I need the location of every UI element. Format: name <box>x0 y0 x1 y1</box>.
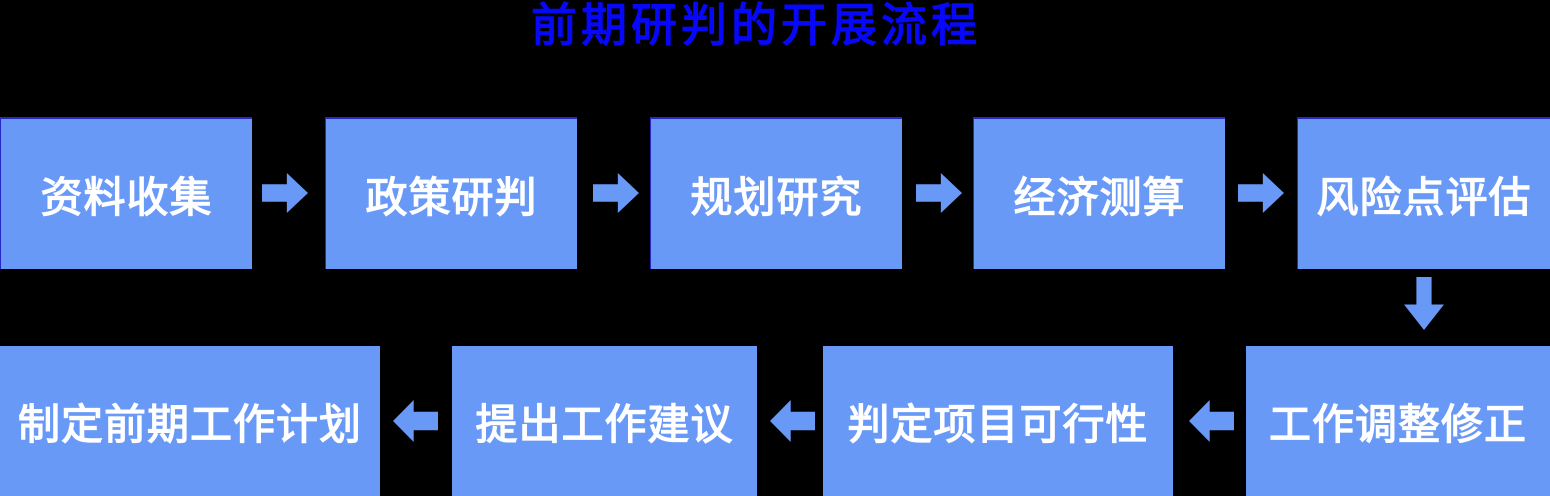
arrow-right-icon <box>1238 173 1284 213</box>
flow-step-preliminary-work-plan: 制定前期工作计划 <box>0 346 380 496</box>
flow-step-label: 经济测算 <box>1013 173 1186 221</box>
flow-step-label: 风险点评估 <box>1316 173 1532 221</box>
arrow-left-icon <box>1189 400 1234 442</box>
flow-step-label: 规划研究 <box>690 173 863 221</box>
flow-step-label: 资料收集 <box>40 173 213 221</box>
flow-step-work-adjustment: 工作调整修正 <box>1246 346 1550 496</box>
flow-step-feasibility-determination: 判定项目可行性 <box>823 346 1173 496</box>
flow-step-label: 提出工作建议 <box>475 400 734 448</box>
flow-step-label: 政策研判 <box>365 173 538 221</box>
arrow-down-icon <box>1404 277 1444 330</box>
flow-step-risk-assessment: 风险点评估 <box>1297 117 1550 269</box>
page-title: 前期研判的开展流程 <box>531 0 981 51</box>
flow-step-planning-research: 规划研究 <box>650 117 902 269</box>
flow-step-label: 判定项目可行性 <box>847 400 1149 448</box>
arrow-right-icon <box>593 173 639 213</box>
arrow-right-icon <box>916 173 962 213</box>
flow-step-label: 工作调整修正 <box>1268 400 1527 448</box>
flow-step-work-suggestions: 提出工作建议 <box>452 346 757 496</box>
flow-step-policy-analysis: 政策研判 <box>325 117 577 269</box>
arrow-left-icon <box>393 400 438 442</box>
arrow-right-icon <box>262 173 308 213</box>
flow-step-label: 制定前期工作计划 <box>17 400 362 448</box>
arrow-left-icon <box>770 400 815 442</box>
flow-step-economic-calculation: 经济测算 <box>973 117 1225 269</box>
flow-step-data-collection: 资料收集 <box>0 117 252 269</box>
